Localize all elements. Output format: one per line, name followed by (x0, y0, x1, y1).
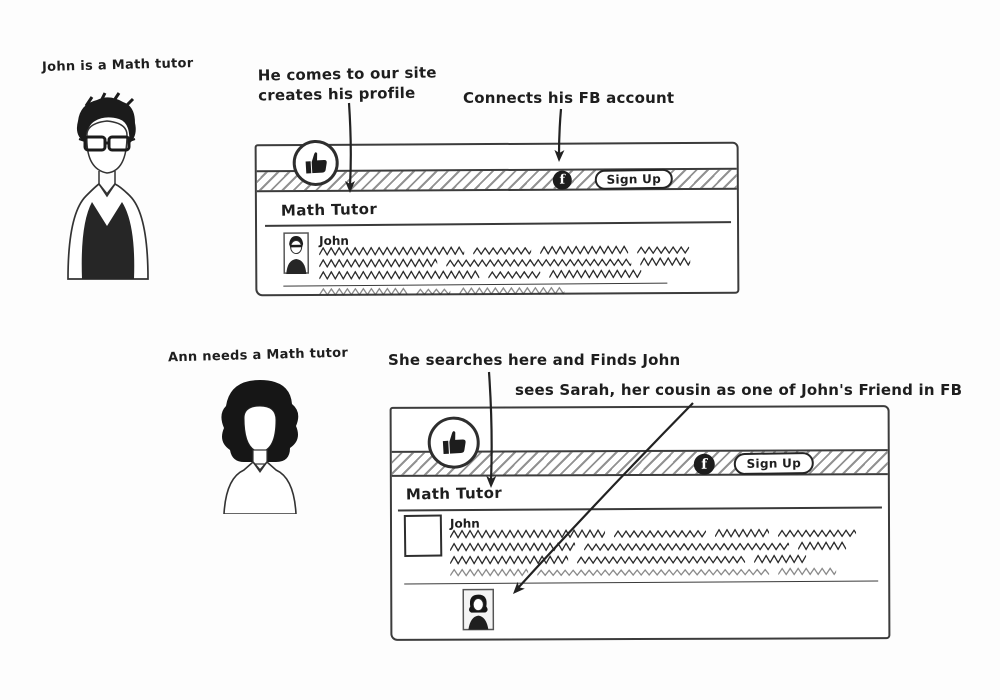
scribble-line (540, 245, 629, 255)
profile-name-john: John (449, 516, 480, 531)
ann-avatar-drawing (221, 380, 299, 515)
scribble-line (450, 529, 606, 539)
scribble-row (319, 256, 691, 268)
scribble-row (319, 286, 565, 296)
signup-button[interactable]: Sign Up (733, 451, 814, 476)
scribble-line (446, 258, 632, 268)
scribble-line (459, 286, 565, 296)
scribble-line (416, 288, 451, 296)
scribble-line (754, 554, 807, 564)
divider (397, 506, 882, 512)
caption-john: John is a Math tutor (41, 56, 194, 75)
scribble-line (614, 529, 707, 539)
divider (265, 221, 732, 227)
section-title-math-tutor: Math Tutor (405, 483, 503, 504)
wireframe-site-ann: f Sign Up Math Tutor John (389, 405, 891, 641)
scribble-row (319, 245, 690, 256)
john-profile-thumbnail (283, 232, 310, 278)
scribble-line (319, 287, 408, 296)
scribble-line (319, 258, 438, 268)
scribble-row (450, 528, 857, 539)
scribble-row (450, 541, 847, 552)
facebook-icon[interactable]: f (693, 453, 715, 475)
divider (283, 282, 668, 287)
scribble-line (488, 270, 541, 280)
scribble-line (450, 568, 529, 577)
scribble-line (319, 246, 465, 256)
ann-avatar-sketch (210, 376, 310, 518)
divider (404, 580, 879, 585)
caption-ann: Ann needs a Math tutor (167, 345, 349, 366)
scribble-line (549, 269, 642, 279)
sarah-avatar (462, 588, 495, 635)
site-logo[interactable] (291, 138, 340, 188)
annotation-sees-sarah: sees Sarah, her cousin as one of John's … (515, 381, 963, 399)
facebook-icon[interactable]: f (552, 170, 572, 190)
scribble-line (640, 256, 691, 267)
thumbs-up-icon (305, 152, 327, 174)
scribble-row (319, 269, 642, 280)
scribble-line (778, 529, 857, 538)
john-avatar-drawing (67, 92, 149, 280)
thumbs-up-icon (442, 431, 466, 455)
scribble-line (715, 528, 770, 538)
section-title-math-tutor: Math Tutor (280, 199, 378, 220)
scribble-row (450, 567, 837, 577)
profile-photo-placeholder (403, 514, 443, 557)
john-avatar-sketch (56, 92, 160, 284)
scribble-line (450, 555, 569, 565)
annotation-connect-fb: Connects his FB account (463, 89, 675, 107)
scribble-line (577, 555, 746, 565)
wireframe-site-john: f Sign Up Math Tutor John (254, 138, 740, 297)
scribble-line (798, 541, 847, 551)
scribble-line (537, 568, 770, 577)
scribble-line (637, 245, 690, 255)
annotation-search: She searches here and Finds John (388, 351, 681, 369)
scribble-row (450, 554, 807, 565)
scribble-line (584, 542, 790, 552)
scribble-line (450, 542, 576, 552)
scribble-line (319, 270, 480, 280)
scribble-line (473, 246, 532, 256)
scribble-line (778, 567, 837, 576)
signup-button[interactable]: Sign Up (594, 168, 673, 190)
annotation-create-profile: He comes to our site creates his profile (257, 63, 437, 105)
site-logo[interactable] (426, 415, 482, 471)
